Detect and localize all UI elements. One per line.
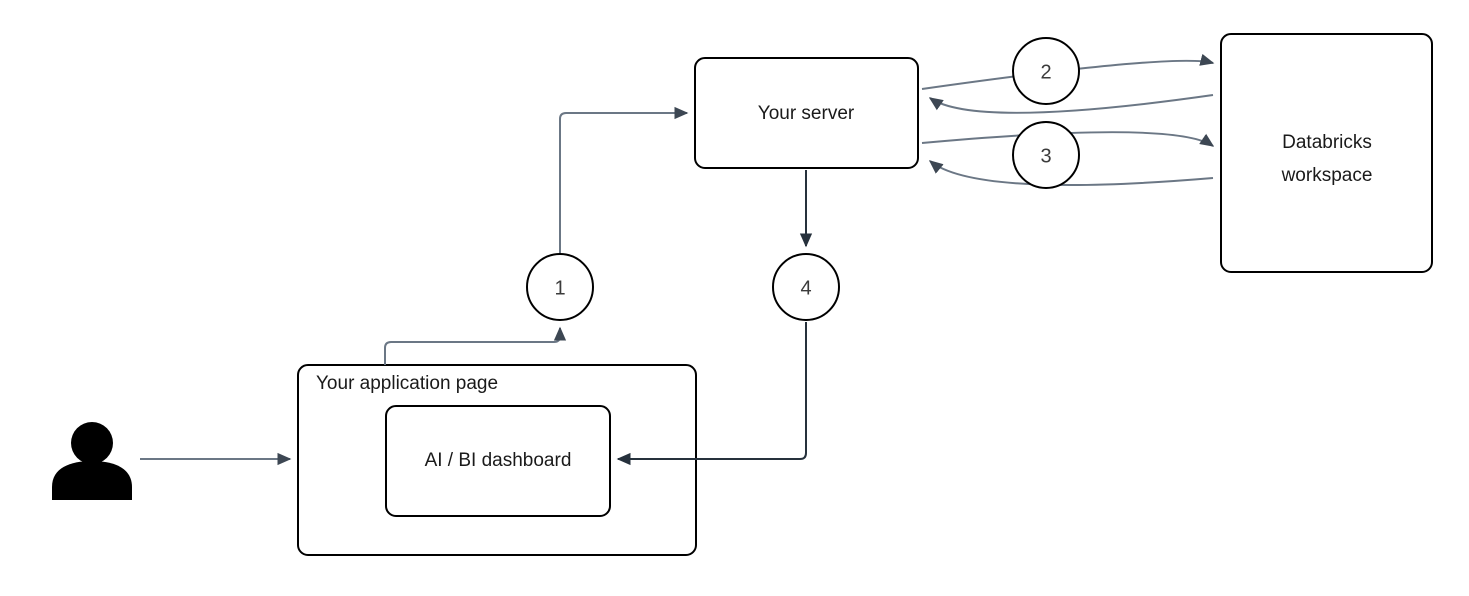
step-3-circle[interactable] bbox=[1012, 121, 1080, 189]
your-application-page-label: Your application page bbox=[316, 373, 498, 394]
your-server-label: Your server bbox=[758, 103, 855, 124]
databricks-workspace-label-line2: workspace bbox=[1281, 165, 1373, 186]
edge-step1-to-server bbox=[559, 106, 689, 254]
edge-step4-to-dashboard bbox=[616, 322, 807, 466]
edge-server-to-workspace-2 bbox=[921, 53, 1215, 90]
user-head-icon bbox=[71, 422, 113, 464]
step-marker-2[interactable]: 2 bbox=[1012, 37, 1080, 105]
databricks-workspace-box[interactable] bbox=[1220, 33, 1433, 273]
step-marker-1[interactable]: 1 bbox=[526, 253, 594, 321]
user-body-icon bbox=[52, 461, 132, 500]
step-2-circle[interactable] bbox=[1012, 37, 1080, 105]
edge-app-to-step1 bbox=[384, 326, 567, 365]
your-server-box[interactable] bbox=[694, 57, 919, 169]
step-1-label: 1 bbox=[554, 277, 565, 299]
edge-workspace-to-server-3 bbox=[928, 160, 1214, 186]
step-4-circle[interactable] bbox=[772, 253, 840, 321]
step-4-label: 4 bbox=[800, 277, 811, 299]
step-2-label: 2 bbox=[1040, 61, 1051, 83]
edge-workspace-to-server-2 bbox=[928, 94, 1214, 114]
ai-bi-dashboard-label: AI / BI dashboard bbox=[425, 450, 572, 471]
your-server-node[interactable]: Your server bbox=[694, 57, 919, 169]
step-1-circle[interactable] bbox=[526, 253, 594, 321]
user-actor bbox=[52, 422, 132, 500]
step-3-label: 3 bbox=[1040, 145, 1051, 167]
databricks-workspace-node[interactable]: Databricks workspace bbox=[1220, 33, 1433, 273]
ai-bi-dashboard-node[interactable]: AI / BI dashboard bbox=[385, 405, 611, 517]
edge-server-to-workspace-3 bbox=[921, 131, 1215, 147]
step-marker-4[interactable]: 4 bbox=[772, 253, 840, 321]
databricks-workspace-label-line1: Databricks bbox=[1282, 132, 1372, 153]
ai-bi-dashboard-box[interactable] bbox=[385, 405, 611, 517]
step-marker-3[interactable]: 3 bbox=[1012, 121, 1080, 189]
